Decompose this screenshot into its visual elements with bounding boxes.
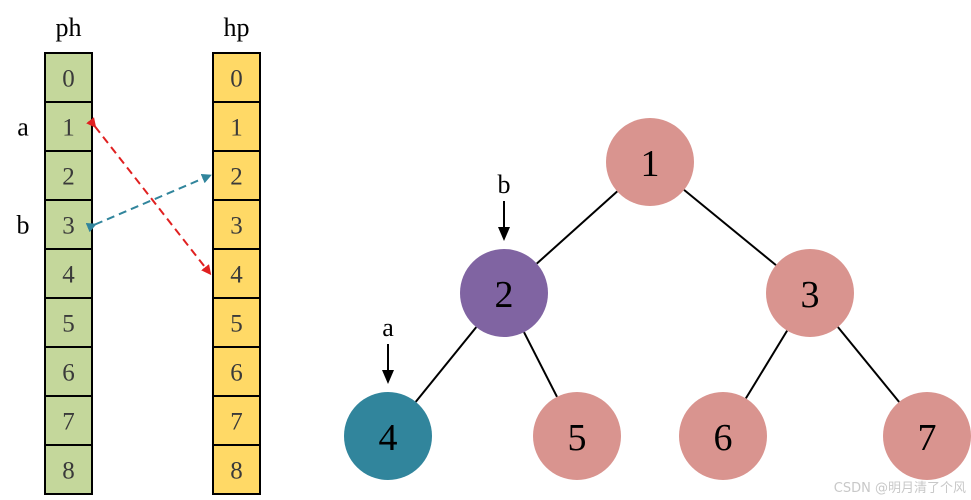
tree-pointers: ba bbox=[382, 170, 511, 384]
tree-node-label: 1 bbox=[641, 143, 660, 185]
array-cell-label: 2 bbox=[230, 164, 243, 191]
array-cell-label: 7 bbox=[62, 409, 75, 436]
array-title-hp: hp bbox=[224, 13, 250, 42]
tree-node-label: 5 bbox=[568, 417, 587, 459]
array-cell-hp-0 bbox=[212, 52, 261, 103]
array-cell-label: 6 bbox=[62, 360, 75, 387]
tree-edge-3-7 bbox=[837, 326, 900, 403]
tree-node-label: 2 bbox=[495, 274, 514, 316]
array-cell-hp-2 bbox=[212, 150, 261, 201]
tree-edges bbox=[414, 189, 900, 403]
tree-node-circle bbox=[883, 392, 971, 480]
pointer-label-b: b bbox=[498, 170, 511, 199]
array-cell-label: 3 bbox=[230, 213, 243, 240]
tree-node-5: 5 bbox=[533, 392, 621, 480]
array-cell-label: 4 bbox=[62, 262, 75, 289]
tree-node-4: 4 bbox=[344, 392, 432, 480]
index-mappings bbox=[85, 117, 212, 276]
array-ph: ph 0 1 2 3 4 5 6 7 8 bbox=[44, 13, 93, 495]
array-cell-hp-8 bbox=[212, 444, 261, 495]
array-cell-label: 8 bbox=[62, 458, 75, 485]
array-cell-label: 2 bbox=[62, 164, 75, 191]
tree-edge-2-5 bbox=[523, 331, 558, 398]
array-cell-ph-7 bbox=[44, 395, 93, 446]
pointer-b: b bbox=[498, 170, 511, 241]
array-cell-hp-6 bbox=[212, 346, 261, 397]
tree-node-circle bbox=[606, 118, 694, 206]
array-cell-label: 0 bbox=[62, 66, 75, 93]
tree-node-6: 6 bbox=[679, 392, 767, 480]
tree-node-circle bbox=[460, 249, 548, 337]
tree-node-label: 4 bbox=[379, 417, 398, 459]
array-cell-label: 5 bbox=[62, 311, 75, 338]
arrays: ph 0 1 2 3 4 5 6 7 8 hp 0 1 2 3 4 5 6 7 8 a b bbox=[17, 13, 261, 495]
tree-node-2: 2 bbox=[460, 249, 548, 337]
array-cell-label: 4 bbox=[230, 262, 243, 289]
array-cell-hp-1 bbox=[212, 101, 261, 152]
pointer-label-a: a bbox=[382, 313, 394, 342]
array-cell-label: 3 bbox=[62, 213, 75, 240]
array-cell-label: 6 bbox=[230, 360, 243, 387]
tree-node-circle bbox=[679, 392, 767, 480]
tree-node-label: 7 bbox=[918, 417, 937, 459]
tree-node-1: 1 bbox=[606, 118, 694, 206]
tree-node-circle bbox=[344, 392, 432, 480]
mapping-arrow-ph1-hp4 bbox=[86, 117, 212, 276]
pointer-a: a bbox=[382, 313, 394, 384]
tree-node-label: 3 bbox=[801, 274, 820, 316]
array-title-ph: ph bbox=[56, 13, 82, 42]
array-cell-label: 8 bbox=[230, 458, 243, 485]
tree-node-3: 3 bbox=[766, 249, 854, 337]
array-cell-label: 0 bbox=[230, 66, 243, 93]
pointer-arrow-head bbox=[498, 227, 510, 241]
tree-edge-1-2 bbox=[536, 190, 618, 265]
side-label-a: a bbox=[17, 113, 29, 142]
tree-nodes: 1 2 3 4 5 6 7 bbox=[344, 118, 971, 480]
tree-node-7: 7 bbox=[883, 392, 971, 480]
array-cell-label: 5 bbox=[230, 311, 243, 338]
array-cell-ph-5 bbox=[44, 297, 93, 348]
tree-node-circle bbox=[533, 392, 621, 480]
array-cell-label: 1 bbox=[230, 115, 243, 142]
array-cell-hp-7 bbox=[212, 395, 261, 446]
array-cell-label: 1 bbox=[62, 115, 75, 142]
side-label-b: b bbox=[17, 211, 30, 240]
array-cell-ph-8 bbox=[44, 444, 93, 495]
watermark-text: CSDN @明月清了个风 bbox=[834, 481, 966, 496]
tree-node-label: 6 bbox=[714, 417, 733, 459]
tree-node-circle bbox=[766, 249, 854, 337]
array-hp: hp 0 1 2 3 4 5 6 7 8 bbox=[212, 13, 261, 495]
tree-edge-1-3 bbox=[683, 189, 777, 266]
tree-edge-3-6 bbox=[745, 330, 788, 399]
pointer-arrow-head bbox=[382, 370, 394, 384]
array-cell-hp-4 bbox=[212, 248, 261, 299]
tree-edge-2-4 bbox=[414, 326, 478, 403]
array-cell-label: 7 bbox=[230, 409, 243, 436]
mapping-arrow-ph3-hp2 bbox=[85, 174, 212, 233]
